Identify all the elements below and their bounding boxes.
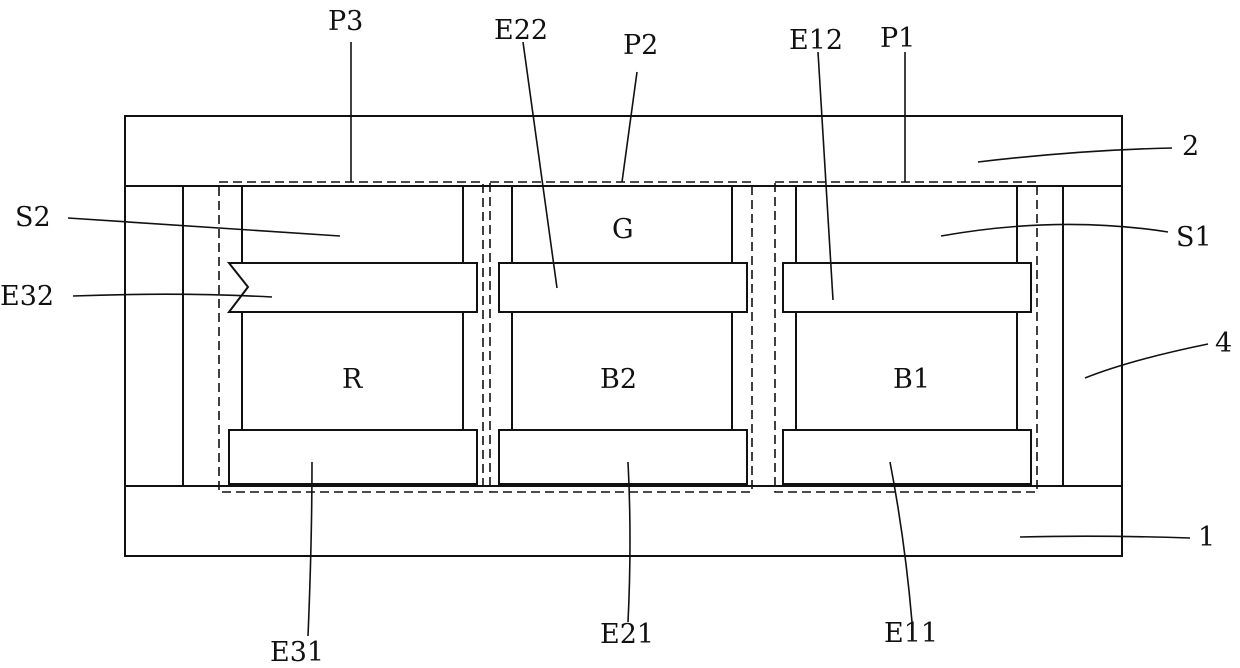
- label-e22: E22: [494, 15, 548, 46]
- label-e12: E12: [789, 25, 843, 56]
- label-2: 2: [1182, 131, 1199, 162]
- e32-electrode: [229, 263, 477, 312]
- pixel-p3-outline: [219, 182, 483, 492]
- s2-layer: [242, 186, 463, 263]
- label-g: G: [612, 214, 634, 245]
- leader-lines: [68, 42, 1208, 636]
- e31-electrode: [229, 430, 477, 484]
- label-e31: E31: [270, 637, 324, 668]
- e22-electrode: [499, 263, 747, 312]
- label-r: R: [342, 364, 363, 395]
- label-s1: S1: [1176, 222, 1212, 253]
- label-b2: B2: [600, 364, 637, 395]
- side-wall-right: [1063, 186, 1122, 486]
- label-e11: E11: [884, 618, 938, 649]
- label-e32: E32: [0, 281, 54, 312]
- label-b1: B1: [893, 364, 930, 395]
- label-p1: P1: [880, 23, 915, 54]
- label-e21: E21: [600, 619, 654, 650]
- label-s2: S2: [15, 202, 51, 233]
- e11-electrode: [783, 430, 1031, 484]
- label-1: 1: [1198, 522, 1215, 553]
- e21-electrode: [499, 430, 747, 484]
- side-wall-left: [125, 186, 183, 486]
- label-4: 4: [1215, 328, 1232, 359]
- label-p2: P2: [623, 30, 658, 61]
- substrate-layer-1: [125, 486, 1122, 556]
- label-p3: P3: [328, 6, 363, 37]
- e12-electrode: [783, 263, 1031, 312]
